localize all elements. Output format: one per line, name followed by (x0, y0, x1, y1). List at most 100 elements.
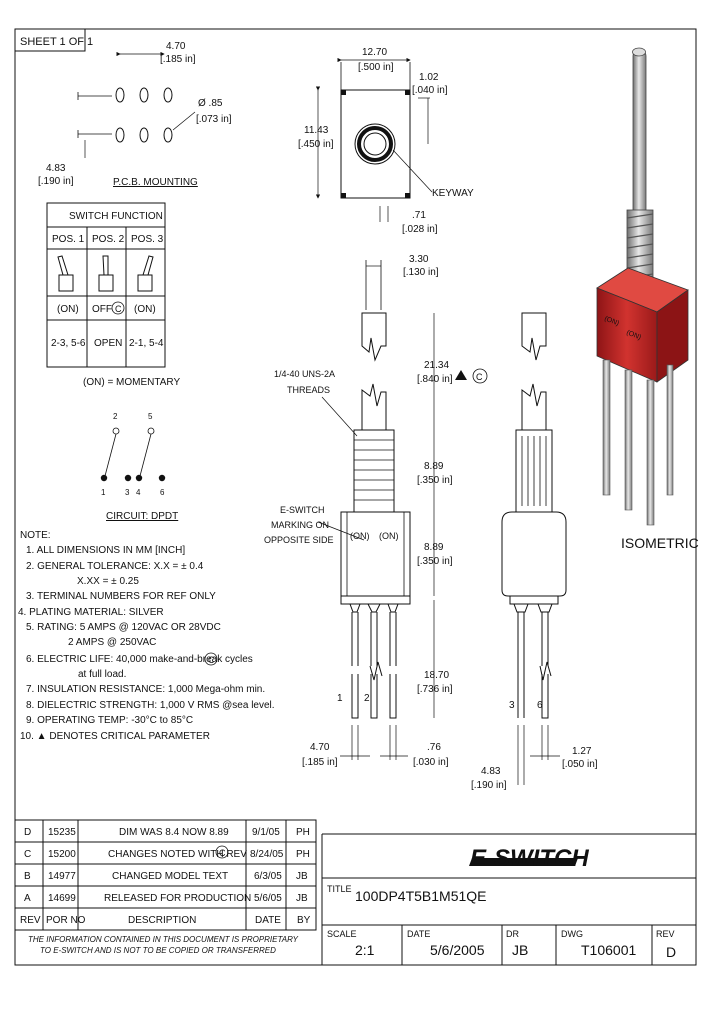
svg-text:[.185 in]: [.185 in] (302, 757, 338, 768)
svg-text:[.030 in]: [.030 in] (413, 757, 449, 768)
svg-text:REV: REV (20, 915, 41, 926)
svg-text:POR NO: POR NO (46, 915, 86, 926)
svg-text:7. INSULATION RESISTANCE: 1,00: 7. INSULATION RESISTANCE: 1,000 Mega-ohm… (26, 684, 265, 695)
svg-text:6. ELECTRIC LIFE: 40,000 make-: 6. ELECTRIC LIFE: 40,000 make-and-break … (26, 654, 253, 665)
svg-text:9. OPERATING TEMP: -30°C to 85: 9. OPERATING TEMP: -30°C to 85°C (26, 715, 193, 726)
pcb-mounting: 4.70 [.185 in] Ø .85 [.073 in] 4.83 [.19… (38, 41, 232, 188)
svg-text:15235: 15235 (48, 827, 76, 838)
svg-text:[.040 in]: [.040 in] (412, 85, 448, 96)
svg-text:3: 3 (125, 488, 130, 497)
isometric-label: ISOMETRIC (621, 535, 699, 551)
svg-text:18.70: 18.70 (424, 670, 449, 681)
svg-text:9/1/05: 9/1/05 (252, 827, 280, 838)
svg-text:[.350 in]: [.350 in] (417, 475, 453, 486)
sf-header-1: POS. 1 (52, 234, 85, 245)
sf-header-2: POS. 2 (92, 234, 125, 245)
svg-text:D: D (24, 827, 31, 838)
svg-text:[.500 in]: [.500 in] (358, 62, 394, 73)
revision-table: D 15235 DIM WAS 8.4 NOW 8.89 9/1/05 PH C… (14, 819, 317, 931)
svg-text:CHANGES NOTED WITH REV: CHANGES NOTED WITH REV (108, 849, 247, 860)
svg-text:5/6/05: 5/6/05 (254, 893, 282, 904)
svg-text:15200: 15200 (48, 849, 76, 860)
svg-text:1/4-40 UNS-2A: 1/4-40 UNS-2A (274, 369, 335, 379)
notes: NOTE: 1. ALL DIMENSIONS IN MM [INCH] 2. … (18, 530, 275, 742)
pcb-hole-dia: Ø .85 (198, 98, 223, 109)
svg-text:D: D (666, 944, 676, 960)
svg-text:5/6/2005: 5/6/2005 (430, 942, 485, 958)
svg-text:14699: 14699 (48, 893, 76, 904)
top-view: 12.70 [.500 in] 11.43 [.450 in] 1.02 [.0… (298, 47, 474, 235)
svg-text:3. TERMINAL NUMBERS FOR REF ON: 3. TERMINAL NUMBERS FOR REF ONLY (26, 591, 216, 602)
svg-text:.76: .76 (427, 742, 441, 753)
svg-text:8.89: 8.89 (424, 542, 444, 553)
side-view-front: 3.30 [.130 in] 1/4-40 UNS-2A THREADS (ON… (264, 254, 488, 768)
svg-text:TITLE: TITLE (327, 884, 352, 894)
svg-text:DESCRIPTION: DESCRIPTION (128, 915, 196, 926)
svg-text:A: A (24, 893, 31, 904)
svg-text:8. DIELECTRIC STRENGTH: 1,000: 8. DIELECTRIC STRENGTH: 1,000 V RMS @sea… (26, 700, 275, 711)
svg-text:4.83: 4.83 (481, 766, 501, 777)
svg-text:[.130 in]: [.130 in] (403, 267, 439, 278)
sf-state-1: (ON) (57, 304, 79, 315)
svg-text:12.70: 12.70 (362, 47, 387, 58)
svg-text:21.34: 21.34 (424, 360, 449, 371)
circuit-diagram: 2 5 1 3 4 6 CIRCUIT: DPDT (100, 412, 178, 522)
pcb-dim-top-in: [.185 in] (160, 54, 196, 65)
svg-text:4: 4 (136, 488, 141, 497)
side-view-right: 3 6 1.27 [.050 in] 4.83 [.190 in] (471, 312, 598, 791)
svg-text:10. ▲ DENOTES CRITICAL PARAMET: 10. ▲ DENOTES CRITICAL PARAMETER (20, 731, 210, 742)
pcb-dim-top: 4.70 (166, 41, 186, 52)
sf-header-3: POS. 3 (131, 234, 164, 245)
svg-text:BY: BY (297, 915, 311, 926)
svg-text:KEYWAY: KEYWAY (432, 188, 474, 199)
svg-text:JB: JB (296, 893, 308, 904)
sf-circuit-3: 2-1, 5-4 (129, 338, 164, 349)
pcb-title: P.C.B. MOUNTING (113, 177, 198, 188)
svg-text:RELEASED FOR PRODUCTION: RELEASED FOR PRODUCTION (104, 893, 251, 904)
sheet-label-box (14, 28, 86, 52)
svg-text:2. GENERAL TOLERANCE: X.X = ±: 2. GENERAL TOLERANCE: X.X = ± 0.4 (26, 561, 204, 572)
svg-text:14977: 14977 (48, 871, 76, 882)
svg-text:PH: PH (296, 849, 310, 860)
svg-text:1: 1 (101, 488, 106, 497)
svg-text:.71: .71 (412, 210, 426, 221)
svg-text:[.028 in]: [.028 in] (402, 224, 438, 235)
svg-text:2: 2 (364, 693, 370, 704)
svg-text:B: B (24, 871, 31, 882)
disclaimer-line-1: THE INFORMATION CONTAINED IN THIS DOCUME… (28, 935, 299, 944)
svg-text:PH: PH (296, 827, 310, 838)
circuit-label: CIRCUIT: DPDT (106, 511, 178, 522)
e-switch-logo: E-SWITCH (469, 845, 589, 872)
svg-text:[.190 in]: [.190 in] (471, 780, 507, 791)
svg-text:1.27: 1.27 (572, 746, 592, 757)
drawing-title: 100DP4T5B1M51QE (355, 888, 487, 904)
svg-text:DWG: DWG (561, 929, 583, 939)
svg-text:3: 3 (509, 700, 515, 711)
svg-text:[.840 in]: [.840 in] (417, 374, 453, 385)
pcb-hole-dia-in: [.073 in] (196, 114, 232, 125)
svg-text:2 AMPS @ 250VAC: 2 AMPS @ 250VAC (68, 637, 156, 648)
svg-text:OPPOSITE SIDE: OPPOSITE SIDE (264, 535, 334, 545)
switch-function-title: SWITCH FUNCTION (69, 211, 163, 222)
svg-text:[.350 in]: [.350 in] (417, 556, 453, 567)
svg-text:DATE: DATE (255, 915, 281, 926)
sf-state-2: OFF (92, 304, 112, 315)
switch-function-table: SWITCH FUNCTION POS. 1 POS. 2 POS. 3 (ON… (46, 202, 166, 368)
svg-text:8.89: 8.89 (424, 461, 444, 472)
svg-text:SCALE: SCALE (327, 929, 357, 939)
svg-text:C: C (476, 372, 483, 382)
svg-text:6: 6 (537, 700, 543, 711)
svg-text:6/3/05: 6/3/05 (254, 871, 282, 882)
svg-text:(ON): (ON) (379, 531, 399, 541)
pcb-dim-left-in: [.190 in] (38, 176, 74, 187)
svg-text:[.050 in]: [.050 in] (562, 759, 598, 770)
sheet-label: SHEET 1 OF 1 (20, 36, 93, 48)
svg-text:2: 2 (113, 412, 118, 421)
toggle-pos1-icon (57, 255, 74, 292)
momentary-note: (ON) = MOMENTARY (83, 377, 180, 388)
svg-text:DIM WAS 8.4 NOW 8.89: DIM WAS 8.4 NOW 8.89 (119, 827, 229, 838)
svg-text:CHANGED MODEL TEXT: CHANGED MODEL TEXT (112, 871, 228, 882)
sf-state-3: (ON) (134, 304, 156, 315)
sf-circuit-2: OPEN (94, 338, 122, 349)
